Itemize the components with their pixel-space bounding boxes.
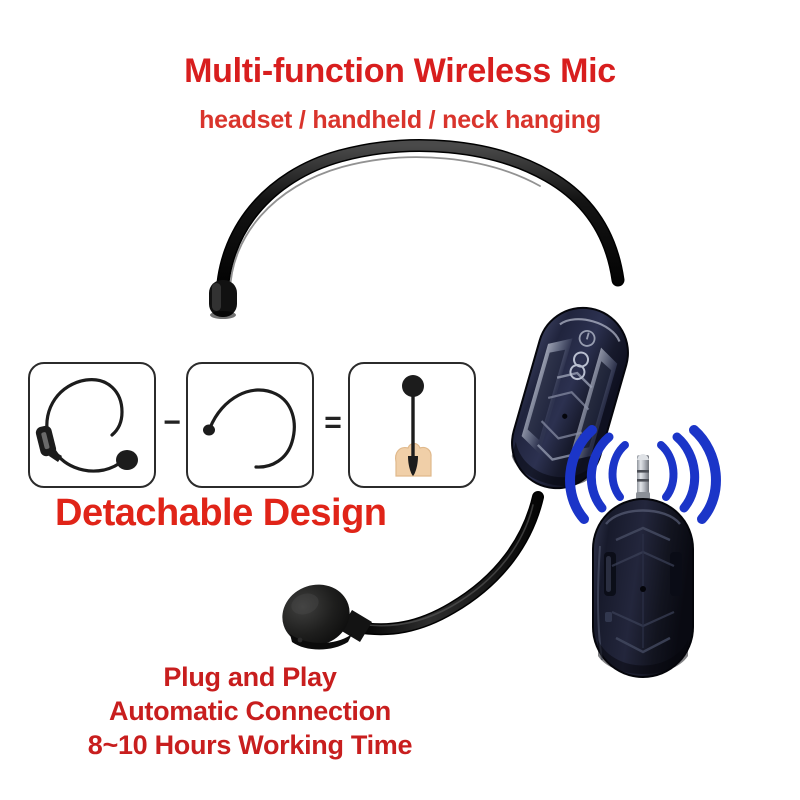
headband-line-art	[208, 388, 296, 469]
feature-line: Plug and Play	[163, 662, 337, 692]
wireless-signal-arcs	[565, 425, 721, 524]
feature-line: Automatic Connection	[109, 696, 391, 726]
feature-list: Plug and Play Automatic Connection 8~10 …	[40, 660, 460, 762]
page-title: Multi-function Wireless Mic	[184, 52, 616, 90]
headband-tip-icon	[203, 424, 215, 436]
diagram-box-full-headset	[28, 362, 156, 488]
feature-line: 8~10 Hours Working Time	[87, 730, 413, 760]
handheld-base-icon	[408, 456, 418, 476]
diagram-box-headband-only	[186, 362, 314, 488]
headband	[215, 139, 625, 307]
page-subtitle: headset / handheld / neck hanging	[199, 106, 601, 134]
detachable-design-label: Detachable Design	[55, 492, 387, 534]
mic-capsule	[282, 584, 372, 650]
operator-equals: =	[324, 406, 342, 439]
receiver	[592, 454, 694, 678]
headband-end-cap	[209, 280, 237, 319]
headset-mic-ball-icon	[116, 450, 138, 470]
detachable-diagram: − =	[28, 362, 478, 488]
transmitter	[511, 306, 629, 490]
operator-minus: −	[163, 406, 181, 439]
diagram-box-handheld-mic	[348, 362, 476, 488]
headset-transmitter-icon	[35, 425, 62, 462]
handheld-mic-ball-icon	[402, 375, 424, 397]
receiver-jack	[636, 454, 650, 500]
